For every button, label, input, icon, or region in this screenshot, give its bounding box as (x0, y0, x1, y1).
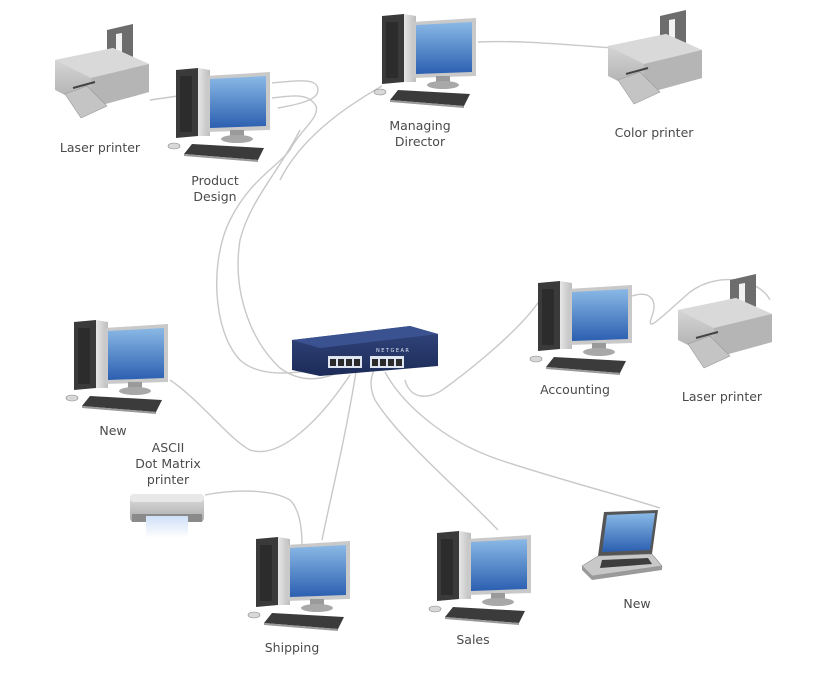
cable-laptop-switch (384, 371, 661, 509)
sales-computer-icon (428, 530, 532, 626)
shipping-computer-icon (247, 536, 351, 632)
label-laser-printer-1: Laser printer (59, 140, 141, 155)
cable-laserprinter1-productdesign (149, 95, 179, 101)
new-desktop-computer-icon (65, 319, 169, 415)
label-dot-matrix-printer: ASCII Dot Matrix printer (135, 440, 201, 487)
network-switch: NETGEAR (292, 326, 438, 376)
cable-productdesign-switch-a (271, 80, 319, 109)
new-laptop-icon (581, 509, 663, 581)
cable-managingdirector-switch (279, 85, 383, 181)
label-sales: Sales (456, 632, 490, 647)
label-laser-printer-2: Laser printer (681, 389, 763, 404)
color-printer-icon (607, 9, 703, 105)
cable-shipping-switch (321, 371, 357, 541)
managing-director-computer-icon (373, 13, 477, 109)
accounting-computer-icon (529, 280, 633, 376)
cable-newdesktop-switch (169, 374, 351, 453)
label-product-design: Product Design (191, 173, 239, 204)
label-shipping: Shipping (264, 640, 320, 655)
laser-printer-1-icon (54, 23, 150, 119)
label-accounting: Accounting (540, 382, 610, 397)
cable-sales-switch (370, 369, 499, 531)
label-new-desktop: New (99, 423, 127, 438)
label-managing-director: Managing Director (389, 118, 451, 149)
cable-accounting-switch (404, 299, 541, 397)
label-new-laptop: New (623, 596, 651, 611)
cable-productdesign-switch-c (237, 129, 347, 380)
label-color-printer: Color printer (614, 125, 694, 140)
cable-dotmatrix-shipping (204, 490, 303, 546)
cable-managingdirector-colorprinter (477, 40, 614, 49)
product-design-computer-icon (167, 67, 271, 163)
cable-productdesign-switch-b (216, 95, 331, 374)
dot-matrix-printer-icon (130, 494, 204, 538)
switch-brand: NETGEAR (376, 348, 410, 354)
